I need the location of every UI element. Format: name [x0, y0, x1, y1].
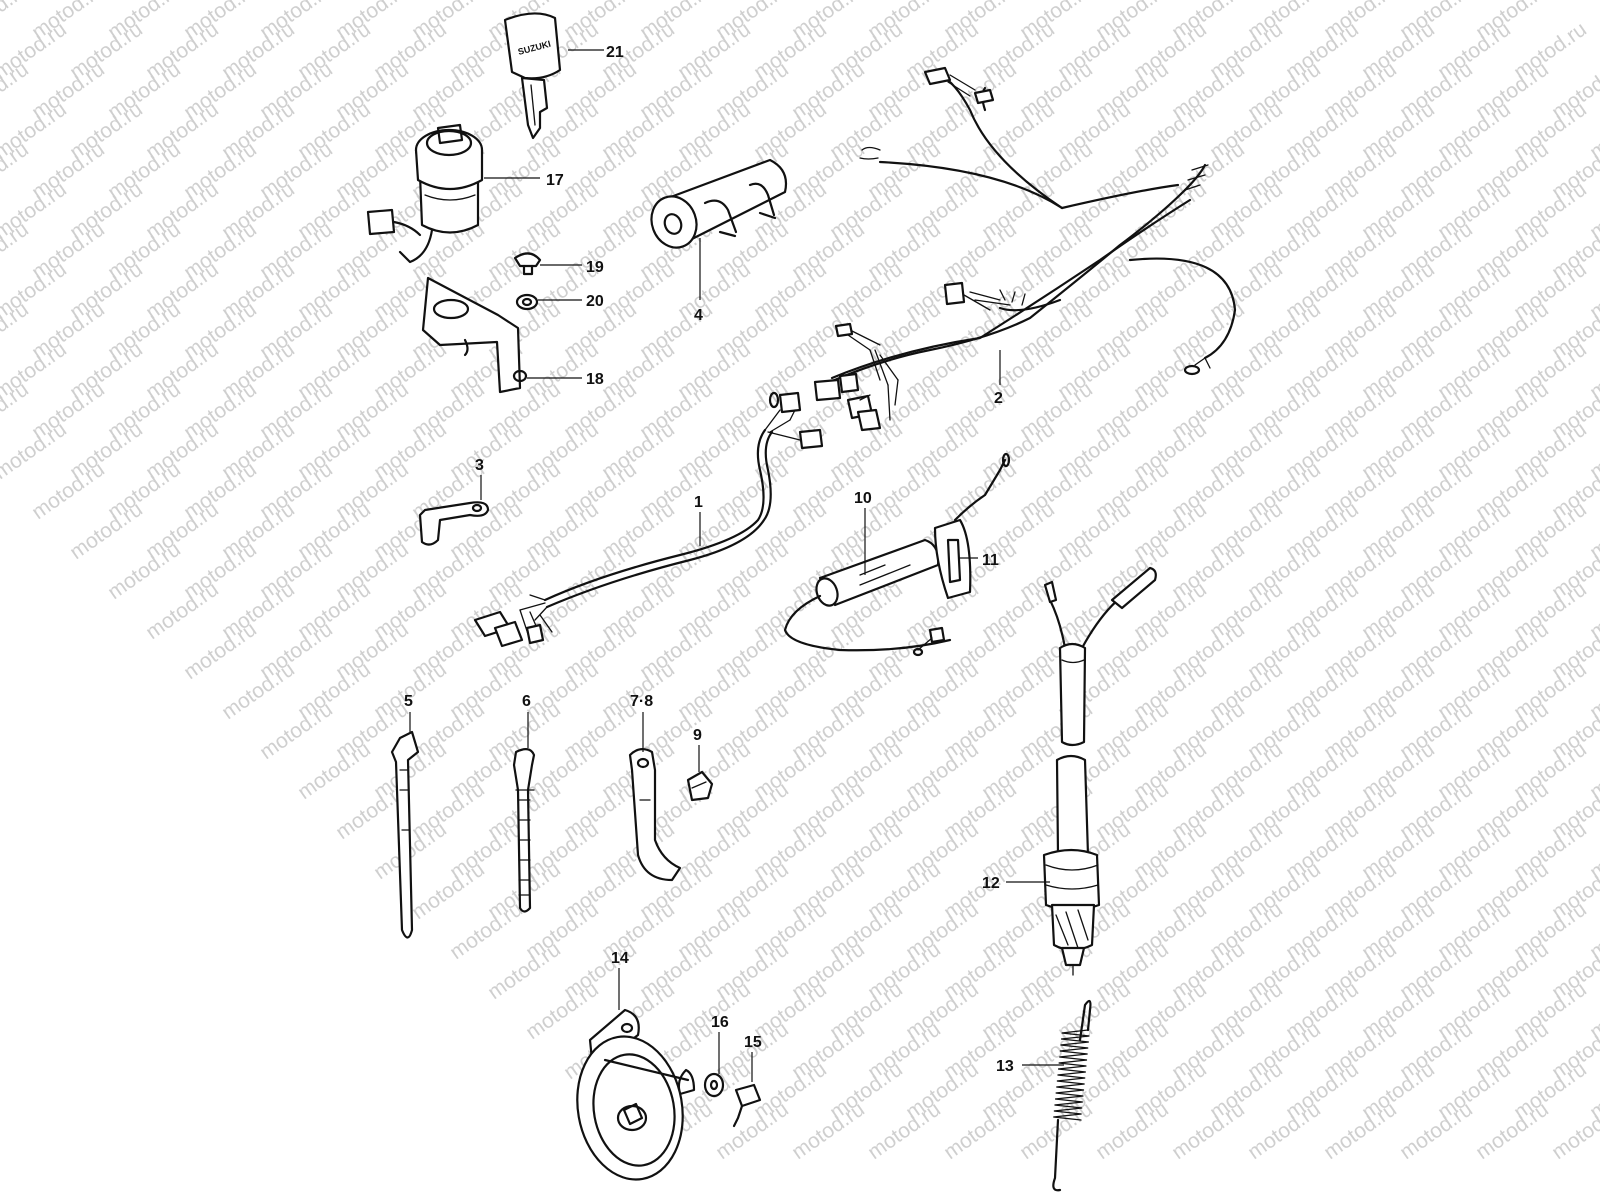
- callout-4: 4: [694, 307, 703, 324]
- band-6: [512, 748, 536, 913]
- main-wiring-harness: [813, 66, 1237, 432]
- bolt-15: [732, 1083, 762, 1128]
- callout-6: 6: [522, 693, 531, 710]
- sub-wiring-harness: [473, 391, 824, 648]
- condenser: [783, 538, 952, 657]
- watermark-text: motod.ru: [0, 378, 33, 444]
- callout-21: 21: [606, 44, 624, 61]
- watermark-text: motod.ru: [0, 218, 33, 284]
- band-9: [686, 770, 714, 802]
- ignition-key: SUZUKI: [503, 12, 562, 140]
- callout-2: 2: [994, 390, 1003, 407]
- callout-17: 17: [546, 172, 564, 189]
- watermark-text: motod.ru: [0, 138, 33, 204]
- watermark-text: motod.ru: [0, 58, 33, 124]
- callout-18: 18: [586, 371, 604, 388]
- band-5: [390, 730, 420, 939]
- callout-19: 19: [586, 259, 604, 276]
- switch-bracket: [421, 276, 528, 394]
- callout-15: 15: [744, 1034, 762, 1051]
- ignition-switch: [366, 123, 484, 264]
- horn: [576, 1008, 696, 1181]
- callout-3: 3: [475, 457, 484, 474]
- wire-clamp: [418, 501, 490, 546]
- callout-11: 11: [982, 552, 999, 569]
- watermark-layer: motod.ru motod.ru motod.ru motod.ru motod.ru…: [0, 0, 1600, 1164]
- ignition-coil: [650, 158, 788, 249]
- callout-14: 14: [611, 950, 629, 967]
- washer-16: [703, 1072, 725, 1098]
- screw-19: [513, 252, 542, 276]
- callout-20: 20: [586, 293, 604, 310]
- callout-16: 16: [711, 1014, 729, 1031]
- spring: [1052, 999, 1092, 1192]
- callout-labels: 21 17 19 20 18 4 2 3 1 10 11 12 13 5 6 7…: [404, 44, 1014, 1075]
- callout-5: 5: [404, 693, 413, 710]
- condenser-bracket: [933, 452, 1011, 600]
- washer-20: [515, 293, 539, 311]
- callout-13: 13: [996, 1058, 1014, 1075]
- spark-plug-lead: [1042, 566, 1157, 976]
- callout-12: 12: [982, 875, 1000, 892]
- callout-10: 10: [854, 490, 872, 507]
- callout-1: 1: [694, 494, 703, 511]
- callout-9: 9: [693, 727, 702, 744]
- callout-7-8: 7·8: [630, 693, 653, 710]
- leader-lines: [409, 49, 1064, 1082]
- watermark-text: motod.ru: [0, 298, 33, 364]
